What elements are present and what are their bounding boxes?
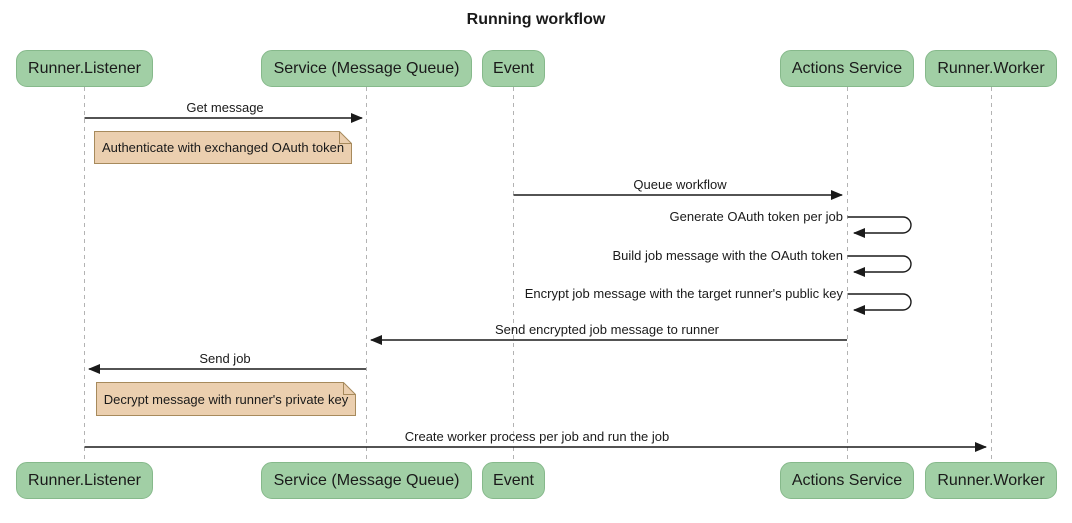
- note-decrypt: Decrypt message with runner's private ke…: [96, 382, 356, 416]
- actor-label: Actions Service: [791, 471, 903, 489]
- actor-label: Event: [493, 59, 534, 77]
- message-label-queue-workflow: Queue workflow: [633, 177, 727, 192]
- note-authenticate: Authenticate with exchanged OAuth token: [94, 131, 352, 164]
- actor-actions-service-top: Actions Service: [780, 50, 914, 87]
- message-label-get-message: Get message: [186, 100, 264, 115]
- actor-service-message-queue-bottom: Service (Message Queue): [261, 462, 472, 499]
- actor-event-top: Event: [482, 50, 545, 87]
- actor-label: Runner.Worker: [937, 59, 1045, 77]
- note-shape: [94, 131, 352, 164]
- actor-label: Event: [493, 471, 534, 489]
- actor-label: Service (Message Queue): [273, 471, 460, 489]
- arrow-self-generate-oauth-token: [847, 216, 912, 238]
- actor-event-bottom: Event: [482, 462, 545, 499]
- actor-runner-worker-top: Runner.Worker: [925, 50, 1057, 87]
- message-label-create-worker-process: Create worker process per job and run th…: [404, 429, 670, 444]
- actor-actions-service-bottom: Actions Service: [780, 462, 914, 499]
- actor-label: Runner.Worker: [937, 471, 1045, 489]
- note-text: Decrypt message with runner's private ke…: [103, 391, 349, 407]
- actor-label: Actions Service: [791, 59, 903, 77]
- message-label-send-encrypted-job-message: Send encrypted job message to runner: [494, 322, 720, 337]
- message-label-generate-oauth-token: Generate OAuth token per job: [669, 209, 843, 224]
- actor-label: Runner.Listener: [28, 59, 141, 77]
- note-text: Authenticate with exchanged OAuth token: [101, 140, 345, 155]
- message-label-encrypt-job-message: Encrypt job message with the target runn…: [524, 286, 843, 301]
- arrow-self-build-job-message: [847, 255, 912, 277]
- actor-runner-worker-bottom: Runner.Worker: [925, 462, 1057, 499]
- note-shape: [96, 382, 356, 416]
- message-label-send-job: Send job: [199, 351, 251, 366]
- diagram-title: Running workflow: [466, 11, 606, 28]
- actor-service-message-queue-top: Service (Message Queue): [261, 50, 472, 87]
- actor-runner-listener-bottom: Runner.Listener: [16, 462, 153, 499]
- arrow-self-encrypt-job-message: [847, 293, 912, 315]
- actor-runner-listener-top: Runner.Listener: [16, 50, 153, 87]
- actor-label: Service (Message Queue): [273, 59, 460, 77]
- actor-label: Runner.Listener: [28, 471, 141, 489]
- message-label-build-job-message: Build job message with the OAuth token: [612, 248, 843, 263]
